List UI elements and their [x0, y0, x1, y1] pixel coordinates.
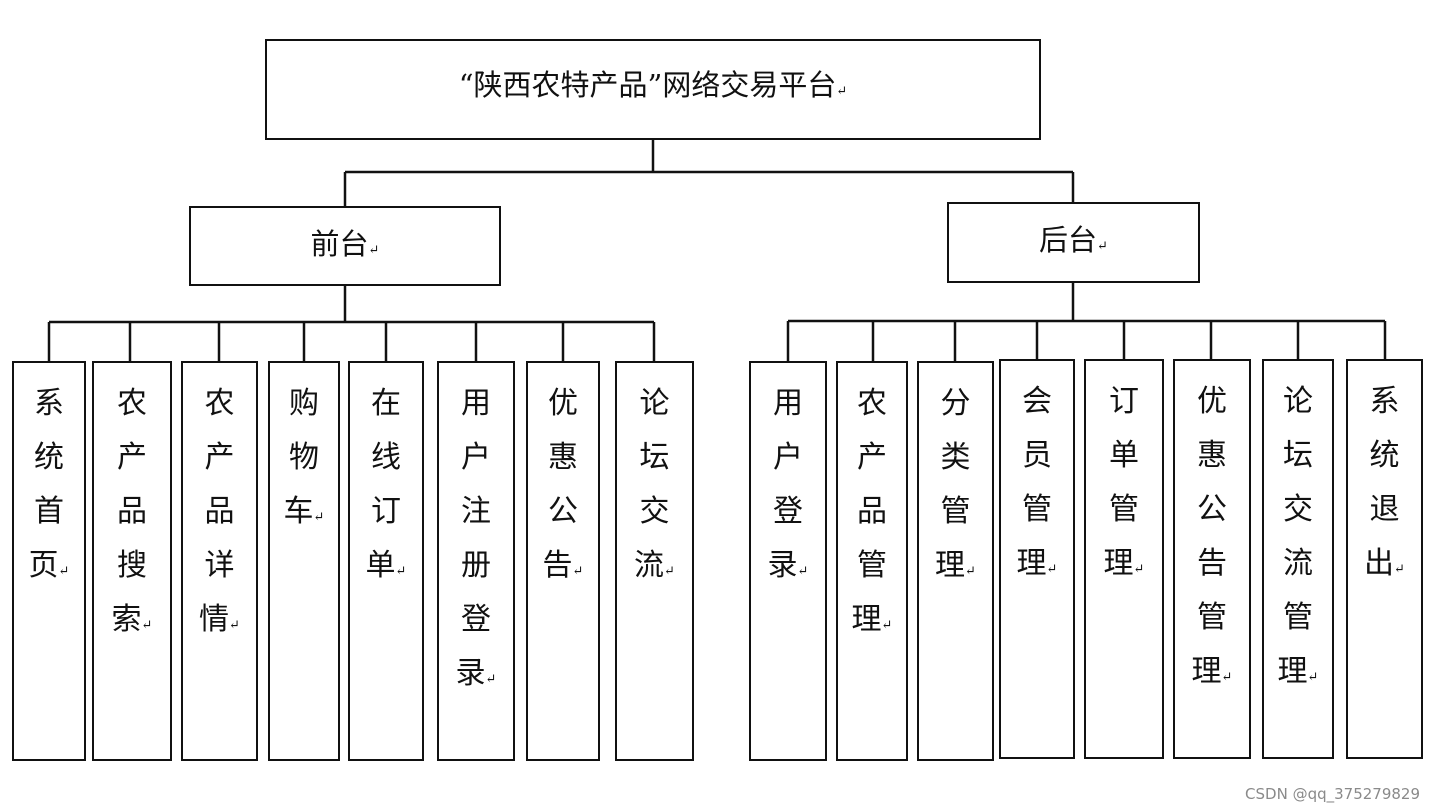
watermark: CSDN @qq_375279829 — [1245, 785, 1420, 803]
front-leaf-node: 用户注册登录↵ — [437, 361, 515, 761]
back-leaf-node: 系统退出↵ — [1346, 359, 1423, 759]
front-label: 前台 — [310, 227, 369, 261]
paragraph-mark-icon: ↵ — [797, 564, 809, 579]
back-leaf-label: 会员管理↵ — [1016, 384, 1058, 581]
paragraph-mark-icon: ↵ — [58, 564, 70, 579]
back-leaf-node: 订单管理↵ — [1084, 359, 1164, 759]
back-leaf-node: 会员管理↵ — [999, 359, 1075, 759]
paragraph-mark-icon: ↵ — [1097, 239, 1108, 254]
paragraph-mark-icon: ↵ — [395, 564, 407, 579]
paragraph-mark-icon: ↵ — [368, 243, 380, 258]
paragraph-mark-icon: ↵ — [881, 618, 893, 633]
front-leaf-label: 农产品搜索↵ — [111, 386, 153, 637]
paragraph-mark-icon: ↵ — [1221, 670, 1233, 685]
back-node: 后台↵ — [947, 202, 1200, 283]
root-label: “陕西农特产品”网络交易平台 — [458, 68, 837, 102]
back-leaf-node: 农产品管理↵ — [836, 361, 908, 761]
paragraph-mark-icon: ↵ — [664, 564, 675, 579]
paragraph-mark-icon: ↵ — [572, 564, 584, 579]
back-leaf-label: 农产品管理↵ — [851, 386, 893, 637]
front-leaf-node: 农产品搜索↵ — [92, 361, 172, 761]
front-leaf-label: 用户注册登录↵ — [455, 386, 497, 691]
back-leaf-label: 用户登录↵ — [767, 386, 809, 583]
front-leaf-node: 优惠公告↵ — [526, 361, 600, 761]
back-leaf-label: 论坛交流管理↵ — [1277, 384, 1319, 689]
back-leaf-label: 优惠公告管理↵ — [1191, 384, 1233, 689]
front-leaf-node: 购物车↵ — [268, 361, 340, 761]
front-leaf-node: 农产品详情↵ — [181, 361, 258, 761]
paragraph-mark-icon: ↵ — [141, 618, 153, 633]
paragraph-mark-icon: ↵ — [229, 618, 240, 633]
back-leaf-node: 论坛交流管理↵ — [1262, 359, 1334, 759]
paragraph-mark-icon: ↵ — [1394, 562, 1405, 577]
paragraph-mark-icon: ↵ — [313, 510, 325, 525]
paragraph-mark-icon: ↵ — [485, 672, 497, 687]
paragraph-mark-icon: ↵ — [1133, 562, 1145, 577]
back-leaf-label: 分类管理↵ — [935, 386, 976, 583]
front-leaf-node: 系统首页↵ — [12, 361, 86, 761]
front-leaf-label: 优惠公告↵ — [542, 386, 584, 583]
front-leaf-node: 在线订单↵ — [348, 361, 424, 761]
front-node: 前台↵ — [189, 206, 501, 286]
paragraph-mark-icon: ↵ — [1307, 670, 1319, 685]
front-leaf-label: 系统首页↵ — [28, 386, 70, 583]
paragraph-mark-icon: ↵ — [1046, 562, 1058, 577]
front-leaf-label: 论坛交流↵ — [634, 386, 675, 583]
back-leaf-node: 分类管理↵ — [917, 361, 994, 761]
back-leaf-node: 优惠公告管理↵ — [1173, 359, 1251, 759]
back-leaf-label: 订单管理↵ — [1103, 384, 1145, 581]
front-leaf-label: 农产品详情↵ — [199, 386, 240, 637]
front-leaf-node: 论坛交流↵ — [615, 361, 694, 761]
back-leaf-label: 系统退出↵ — [1364, 384, 1405, 581]
front-leaf-label: 在线订单↵ — [365, 386, 407, 583]
root-node: “陕西农特产品”网络交易平台↵ — [265, 39, 1041, 140]
back-label: 后台 — [1039, 223, 1098, 257]
back-leaf-node: 用户登录↵ — [749, 361, 827, 761]
paragraph-mark-icon: ↵ — [836, 84, 848, 99]
front-leaf-label: 购物车↵ — [283, 386, 325, 529]
paragraph-mark-icon: ↵ — [965, 564, 976, 579]
